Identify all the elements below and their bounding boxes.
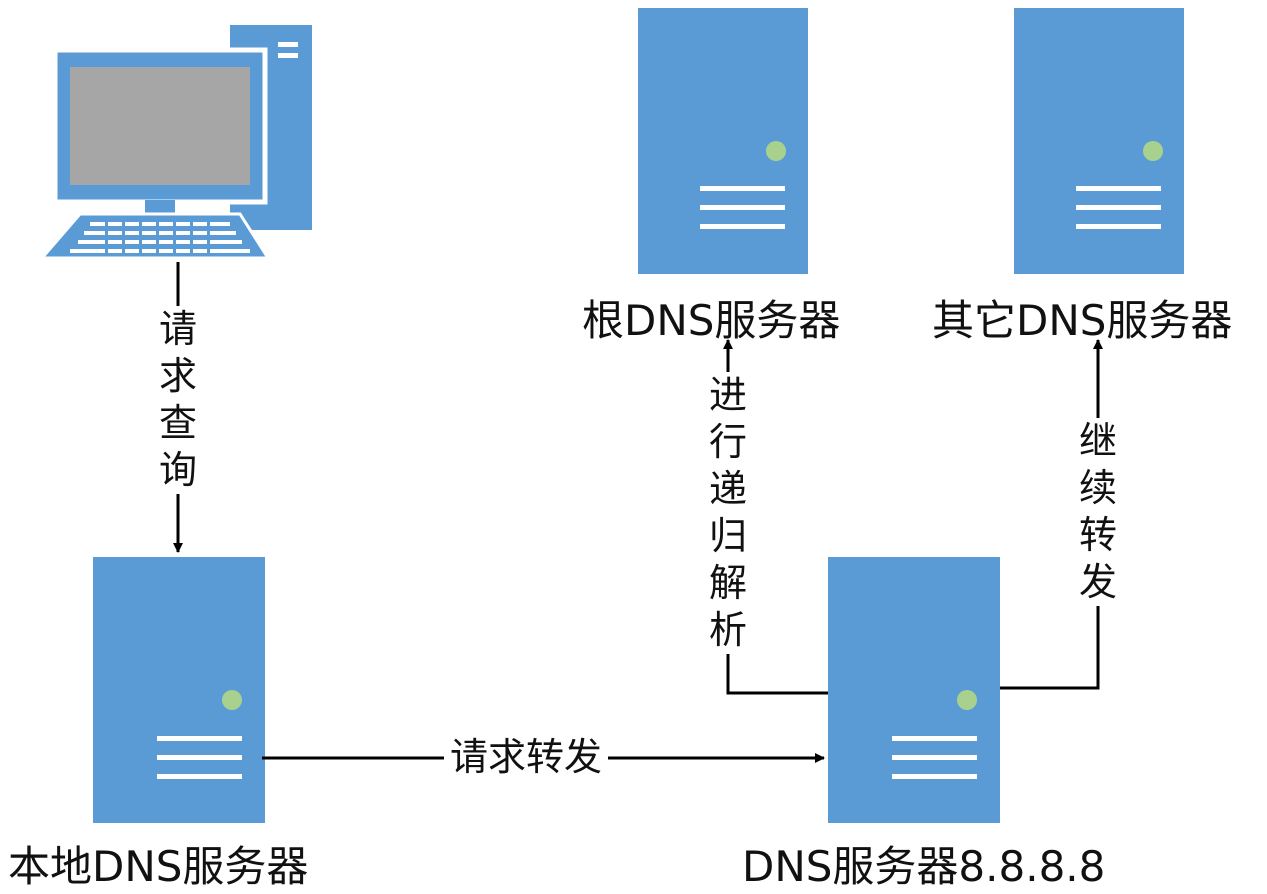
monitor-screen (70, 67, 250, 185)
server-tower-icon-other-dns (1014, 8, 1184, 274)
server-tower-icon-local-dns (93, 557, 265, 823)
desktop-computer-icon (38, 25, 312, 260)
public-dns-label: DNS服务器8.8.8.8 (742, 842, 1106, 891)
edge-label-request-query: 请求查询 (157, 306, 199, 494)
root-dns-label: 根DNS服务器 (582, 296, 841, 345)
edge-label-continue-forward: 继续转发 (1077, 418, 1119, 606)
local-dns-label: 本地DNS服务器 (8, 842, 309, 891)
other-dns-label: 其它DNS服务器 (932, 296, 1233, 345)
server-tower-icon-public-dns (828, 557, 1000, 823)
edge-label-recursive-resolve: 进行递归解析 (707, 372, 749, 654)
server-tower-icon-root-dns (638, 8, 808, 274)
edge-label-request-forward: 请求转发 (444, 738, 609, 776)
